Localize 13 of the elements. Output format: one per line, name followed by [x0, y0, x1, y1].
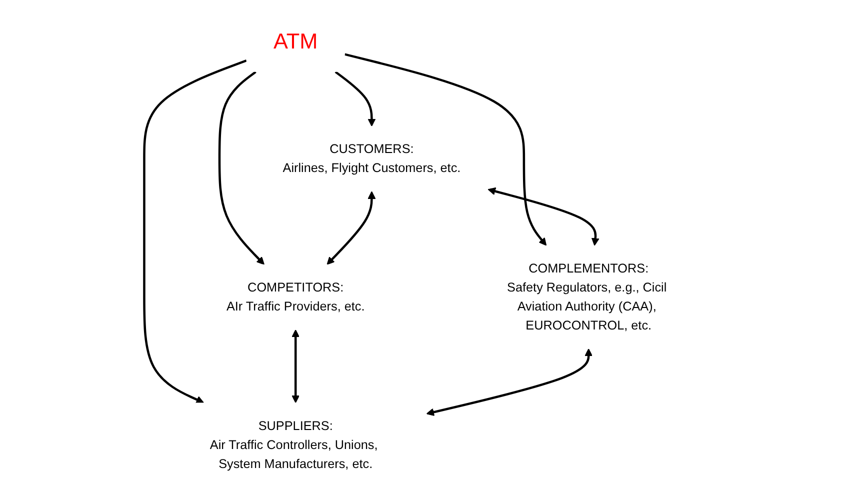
- arrow: [142, 60, 246, 404]
- node-text: SUPPLIERS: Air Traffic Controllers, Unions, System Manufacturers, etc.: [209, 418, 378, 470]
- arrow: [334, 70, 376, 126]
- node-text: ATM: [273, 29, 318, 54]
- arrow: [487, 187, 599, 246]
- arrow: [218, 70, 264, 265]
- arrow: [426, 348, 592, 416]
- arrow: [326, 191, 376, 265]
- arrow: [291, 329, 300, 404]
- node-text: CUSTOMERS: Airlines, Flyight Customers, etc.: [282, 141, 460, 175]
- arrow: [344, 53, 546, 246]
- node-text: COMPLEMENTORS: Safety Regulators, e.g., Cicil Aviation Authority (CAA), EUROCONTROL, etc.: [506, 260, 666, 332]
- node-text: COMPETITORS: AIr Traffic Providers, etc.: [226, 280, 364, 314]
